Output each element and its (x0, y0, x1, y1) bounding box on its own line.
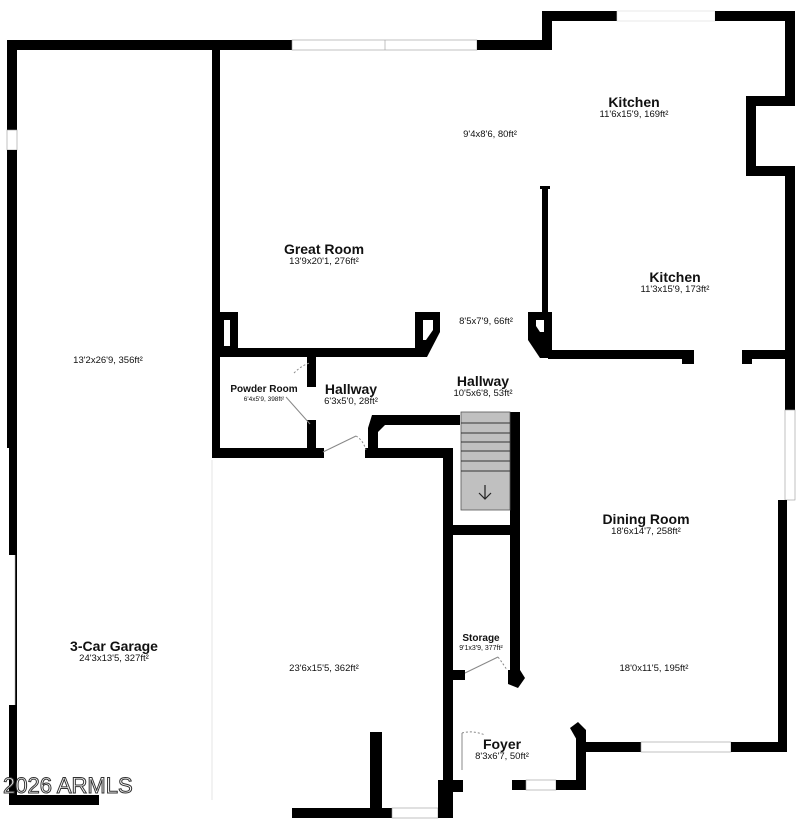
room-name: Great Room (283, 241, 365, 257)
room-label-passage: 8'5x7'9, 66ft² (459, 316, 513, 328)
room-label-three-car-garage: 3-Car Garage 24'3x13'5, 327ft² (70, 638, 158, 665)
room-dims: 18'6x14'7, 258ft² (611, 526, 681, 538)
room-dims: 9'1x3'9, 377ft² (459, 644, 503, 652)
room-name: Dining Room (602, 511, 690, 527)
room-dims: 6'3x5'0, 28ft² (324, 396, 378, 408)
staircase (460, 411, 511, 511)
room-name: Hallway (324, 381, 378, 397)
room-dims: 11'6x15'9, 169ft² (599, 109, 669, 121)
room-dims: 13'9x20'1, 276ft² (289, 256, 359, 268)
room-name: 3-Car Garage (70, 638, 158, 654)
room-name: Powder Room (230, 384, 298, 395)
window-foyer (525, 779, 557, 791)
room-name: Hallway (456, 373, 510, 389)
room-label-great-room: Great Room 13'9x20'1, 276ft² (284, 241, 364, 268)
room-label-nook: 9'4x8'6, 80ft² (463, 129, 517, 141)
room-name: Kitchen (649, 269, 701, 285)
room-dims: 8'3x6'7, 50ft² (475, 751, 529, 763)
room-label-garage-bay: 23'6x15'5, 362ft² (289, 663, 359, 675)
room-dims: 18'0x11'5, 195ft² (619, 663, 689, 674)
room-dims: 23'6x15'5, 362ft² (289, 663, 359, 674)
window-bottom (391, 807, 439, 819)
room-label-dining-room: Dining Room 18'6x14'7, 258ft² (602, 511, 689, 538)
room-dims: 10'5x6'8, 53ft² (453, 388, 513, 400)
walls (6, 10, 796, 819)
room-dims: 6'4x5'9, 398ft² (243, 395, 285, 403)
window-kitchen-top (616, 10, 716, 22)
room-name: Kitchen (608, 94, 660, 110)
room-dims: 11'3x15'9, 173ft² (640, 284, 710, 296)
room-dims: 13'2x26'9, 356ft² (73, 355, 143, 366)
room-label-foyer: Foyer 8'3x6'7, 50ft² (475, 736, 529, 763)
room-label-storage: Storage 9'1x3'9, 377ft² (459, 633, 503, 653)
room-label-kitchen-lower: Kitchen 11'3x15'9, 173ft² (641, 269, 710, 296)
room-label-hallway-small: Hallway 6'3x5'0, 28ft² (324, 381, 378, 408)
room-name: Foyer (482, 736, 522, 752)
window-top (291, 39, 478, 51)
wall-top-mid (477, 40, 552, 50)
room-dims: 8'5x7'9, 66ft² (459, 316, 513, 327)
wall-top-left (7, 40, 292, 50)
room-label-front-room: 18'0x11'5, 195ft² (619, 663, 689, 675)
arrow-down-icon (478, 485, 492, 500)
room-label-powder-room: Powder Room 6'4x5'9, 398ft² (230, 384, 297, 403)
window-dining (640, 741, 732, 753)
room-label-kitchen-upper: Kitchen 11'6x15'9, 169ft² (600, 94, 669, 121)
window-right (784, 409, 796, 501)
room-label-hallway-main: Hallway 10'5x6'8, 53ft² (453, 373, 512, 400)
room-dims: 24'3x13'5, 327ft² (79, 653, 149, 665)
window-left (6, 129, 18, 151)
room-name: Storage (462, 633, 500, 644)
watermark: 2026 ARMLS (3, 773, 134, 799)
door-swings (285, 362, 508, 770)
room-label-left-wing: 13'2x26'9, 356ft² (73, 355, 143, 367)
room-dims: 9'4x8'6, 80ft² (463, 129, 517, 140)
